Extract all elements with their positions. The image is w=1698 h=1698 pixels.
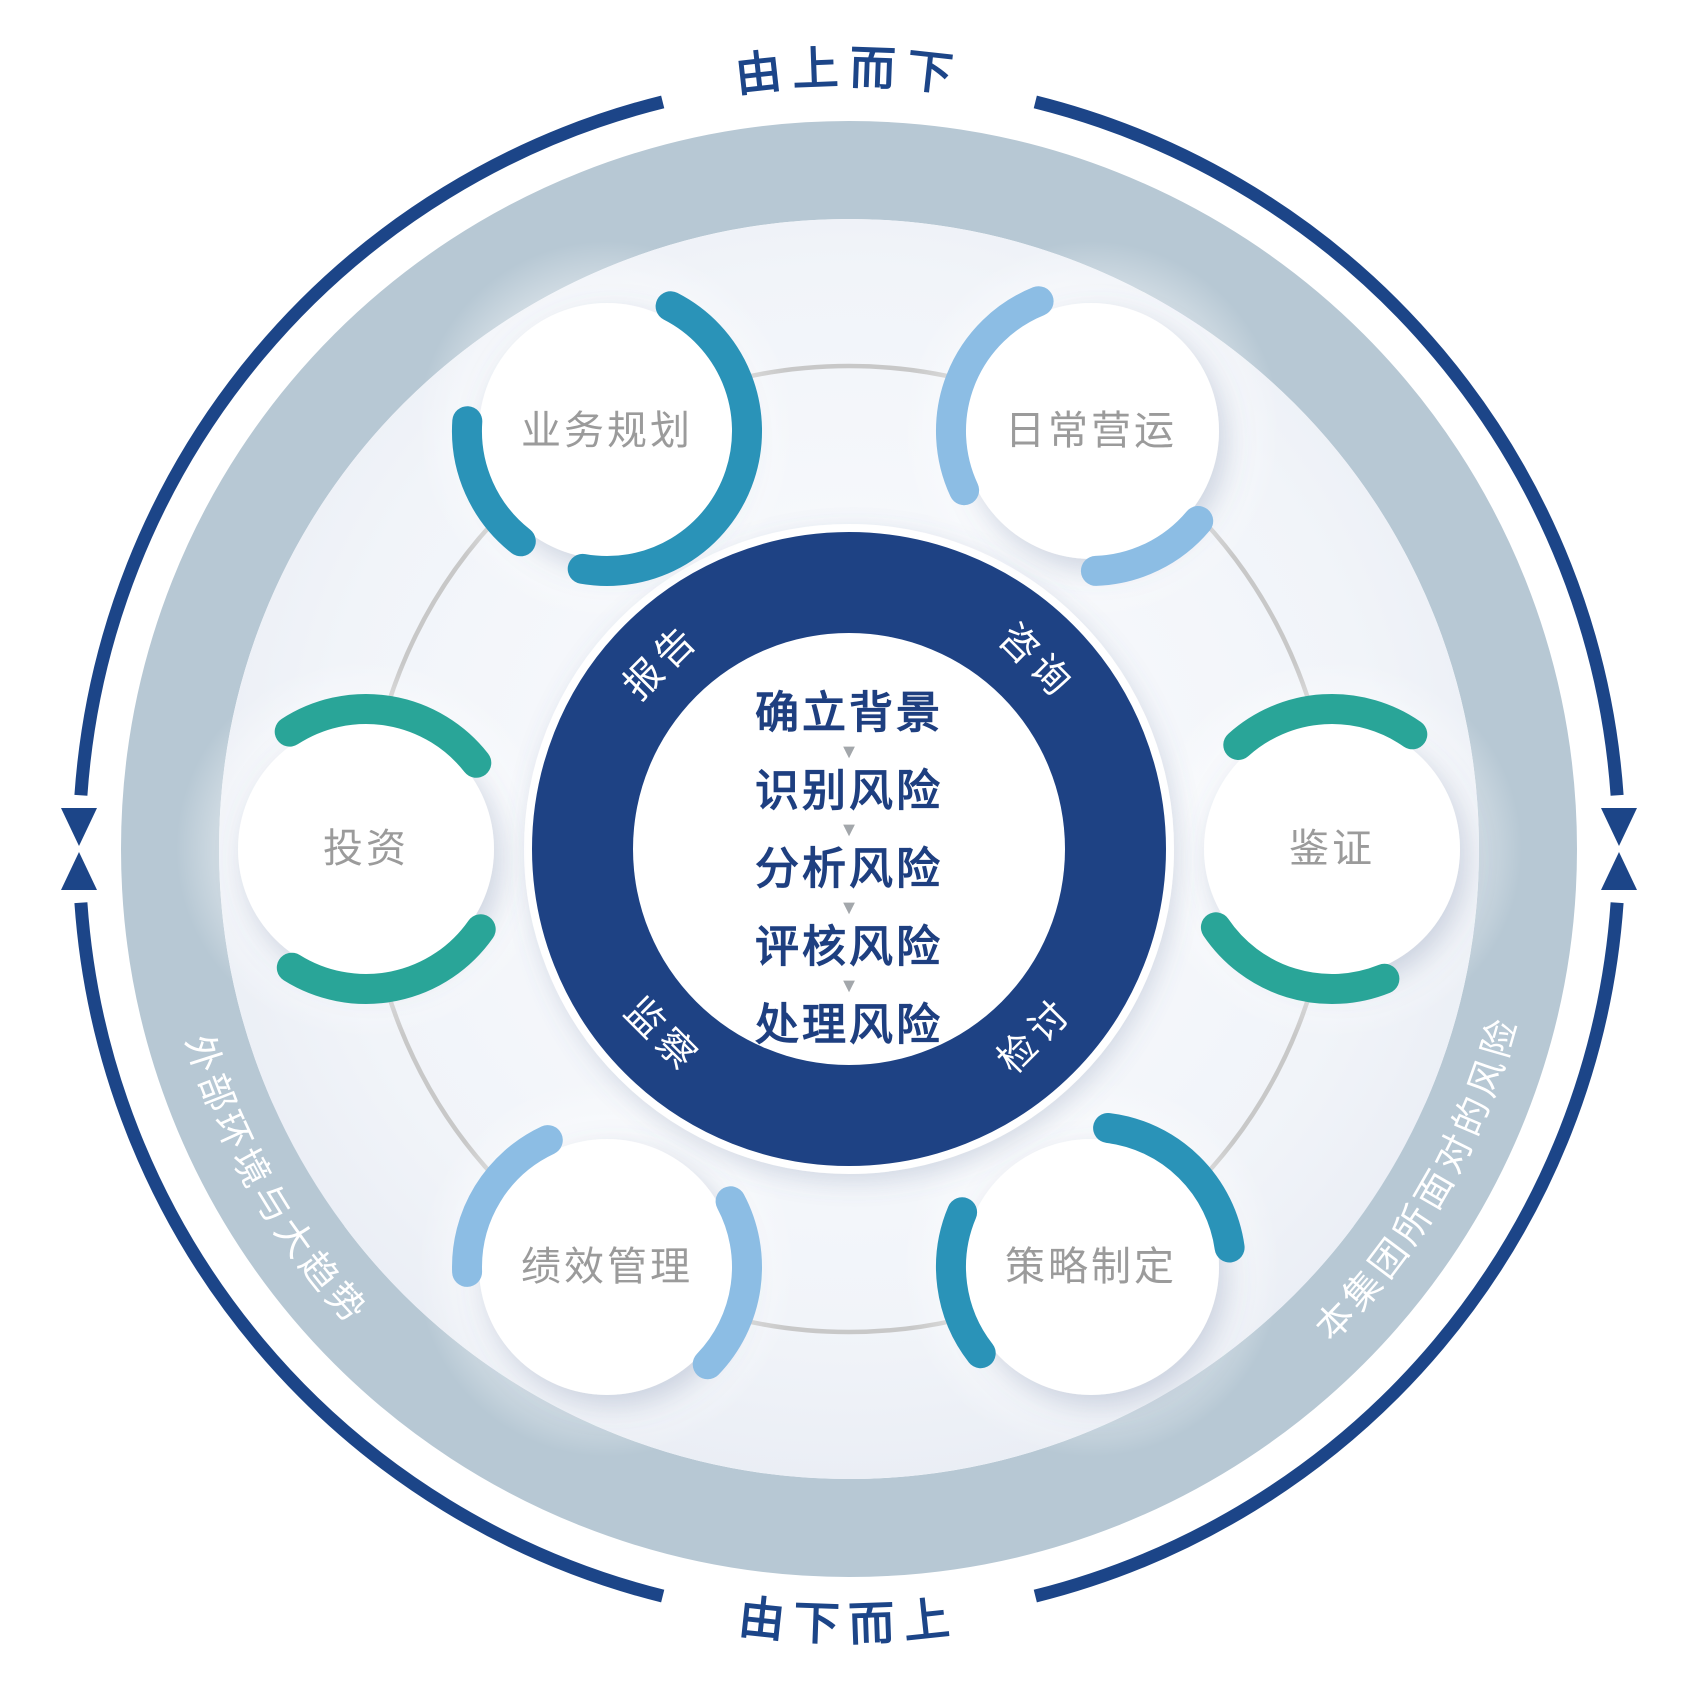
outer-flow-ring	[74, 95, 1624, 1603]
satellite-arc	[692, 1186, 762, 1380]
satellite-arc	[274, 694, 492, 778]
satellite-circle	[479, 303, 735, 559]
flow-arrowhead-right-up-icon	[1601, 852, 1637, 890]
risk-step-3: 分析风险	[755, 845, 943, 894]
satellite-label: 绩效管理	[521, 1245, 693, 1289]
process-ring	[524, 524, 1174, 1174]
core-circle	[633, 633, 1065, 1065]
satellite-label: 投资	[323, 827, 409, 871]
satellite-label: 鉴证	[1289, 827, 1375, 871]
satellite-arc	[1093, 1113, 1245, 1263]
satellite-circle	[963, 1139, 1219, 1395]
flow-label-bottom: 由下而上	[736, 1591, 962, 1651]
satellite-circle	[1204, 721, 1460, 977]
satellite-business-planning: 业务规划	[451, 291, 763, 586]
outer-ring-arc-bottom-right	[1033, 902, 1624, 1603]
flow-label-bottom-text: 由下而上	[736, 1591, 952, 1651]
satellite-arc	[1080, 506, 1214, 586]
satellite-arc	[1223, 694, 1428, 760]
step-arrow-icon: ▼	[839, 897, 859, 919]
step-arrow-icon: ▼	[839, 819, 859, 841]
satellite-investment: 投资	[238, 694, 496, 1004]
outer-ring-arc-top-left	[74, 95, 665, 796]
flow-arrowhead-right-down-icon	[1601, 808, 1637, 846]
step-arrow-icon: ▼	[839, 975, 859, 997]
step-arrow-icon: ▼	[839, 741, 859, 763]
risk-step-4: 评核风险	[755, 923, 943, 972]
satellite-performance-management: 绩效管理	[452, 1125, 762, 1395]
satellite-assurance: 鉴证	[1200, 694, 1460, 1004]
risk-step-2: 识别风险	[755, 767, 943, 816]
flow-label-top-text: 由上而下	[733, 41, 956, 101]
satellite-circle	[479, 1139, 735, 1395]
outer-ring-arc-top-right	[1033, 95, 1624, 796]
satellite-strategy-formulation: 策略制定	[935, 1113, 1245, 1395]
flow-arrowhead-left-up-icon	[61, 852, 97, 890]
flow-arrowheads	[61, 808, 1637, 890]
satellite-daily-operations: 日常营运	[936, 286, 1219, 586]
risk-step-1: 确立背景	[755, 689, 943, 738]
flow-arrowhead-left-down-icon	[61, 808, 97, 846]
process-ring-band	[532, 532, 1166, 1166]
outer-ring-arc-bottom-left	[74, 902, 665, 1603]
satellite-circle	[238, 721, 494, 977]
satellite-label: 业务规划	[521, 409, 693, 453]
satellite-arc	[1200, 912, 1400, 1004]
satellite-circle	[963, 303, 1219, 559]
flow-label-top: 由上而下	[733, 41, 966, 101]
cycle-band	[121, 121, 1577, 1577]
risk-steps: 确立背景 ▼ 识别风险 ▼ 分析风险 ▼ 评核风险 ▼ 处理风险	[755, 689, 943, 1050]
satellite-arc	[567, 291, 763, 586]
satellite-arc	[452, 1125, 563, 1287]
satellite-arc	[935, 1197, 996, 1369]
satellite-arc	[451, 406, 536, 557]
satellite-arc	[276, 914, 496, 1004]
risk-step-5: 处理风险	[755, 1001, 943, 1050]
satellite-arc	[936, 286, 1054, 506]
satellite-label: 策略制定	[1005, 1245, 1177, 1289]
satellite-label: 日常营运	[1005, 409, 1177, 453]
